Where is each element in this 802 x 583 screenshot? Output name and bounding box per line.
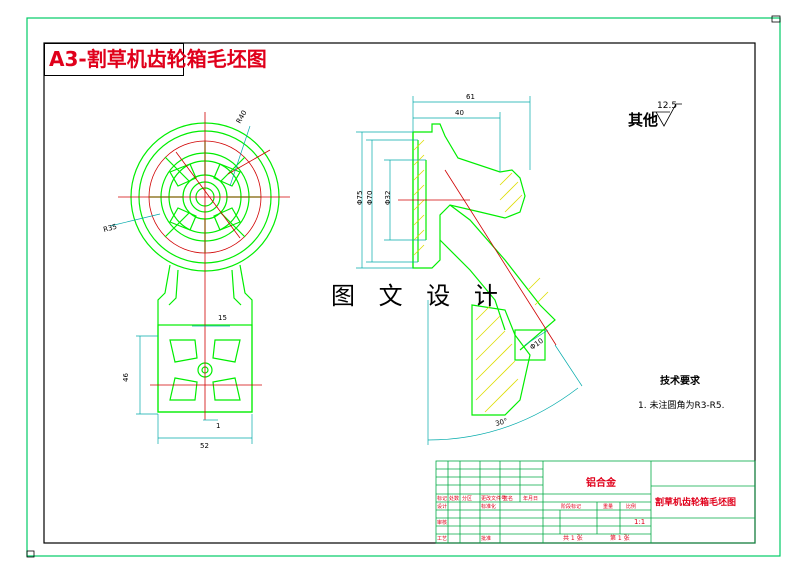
inner-frame — [43, 42, 756, 544]
dim-r35: R35 — [102, 223, 117, 234]
front-dim-text: 15 46 52 1 R35 R40 — [102, 109, 248, 450]
title-block-text: 铝合金 割草机齿轮箱毛坯图 1:1 共 1 张 第 1 张 阶段标记 重量 比例… — [437, 476, 736, 542]
section-hatch — [413, 139, 549, 413]
drawing-title: A3-割草机齿轮箱毛坯图 — [44, 43, 267, 76]
dim-angle-30: 30° — [494, 417, 508, 428]
dim-r40: R40 — [235, 109, 249, 125]
dim-46: 46 — [122, 373, 130, 382]
change-doc-label: 更改文件号 — [481, 495, 506, 502]
material-label: 铝合金 — [586, 476, 617, 489]
process-label: 工艺 — [437, 536, 447, 542]
date-label: 年月日 — [523, 495, 538, 502]
title-block — [435, 460, 756, 544]
scale-label: 比例 — [626, 503, 636, 510]
tech-requirements-note: 1. 未注圆角为R3-R5. — [638, 401, 725, 411]
corner-mark — [771, 15, 781, 23]
outer-frame — [26, 17, 781, 557]
watermark-text: 图 文 设 计 — [331, 282, 506, 310]
sheet-no: 第 1 张 — [610, 534, 630, 542]
dim-dia-70: Φ70 — [366, 191, 374, 205]
dim-52: 52 — [200, 442, 209, 450]
tech-requirements-heading: 技术要求 — [660, 376, 700, 387]
stage-mark-label: 阶段标记 — [561, 503, 581, 510]
section-dimensions — [356, 96, 583, 445]
part-name-label: 割草机齿轮箱毛坯图 — [655, 496, 736, 508]
roughness-value: 12.5 — [657, 101, 677, 111]
section-centerlines — [398, 169, 557, 346]
dim-dia-10: Φ10 — [529, 337, 545, 352]
mark-label: 标记 — [437, 495, 447, 502]
zone-label: 分区 — [462, 495, 472, 502]
dim-15: 15 — [218, 314, 227, 322]
dim-dia-75: Φ75 — [356, 191, 364, 205]
section-view — [412, 123, 556, 416]
dim-40: 40 — [455, 109, 464, 117]
standard-label: 标准化 — [481, 503, 496, 510]
roughness-symbol — [652, 103, 682, 127]
count-label: 处数 — [449, 495, 459, 502]
dim-dia-32: Φ32 — [384, 191, 392, 205]
front-centerlines — [118, 112, 290, 420]
signature-label: 签名 — [503, 495, 513, 502]
front-dimensions — [109, 125, 253, 444]
weight-label: 重量 — [603, 503, 613, 510]
roughness-label: 其他 — [628, 111, 659, 129]
sheet-total: 共 1 张 — [563, 534, 583, 542]
corner-mark — [26, 550, 35, 558]
design-label: 设计 — [437, 503, 447, 510]
dim-61: 61 — [466, 93, 475, 101]
approve-label: 批准 — [481, 535, 491, 542]
section-dim-text: 61 40 Φ75 Φ70 Φ32 30° Φ10 — [356, 93, 545, 428]
scale-value: 1:1 — [634, 518, 645, 526]
dim-1: 1 — [216, 422, 220, 430]
check-label: 审核 — [437, 519, 447, 526]
